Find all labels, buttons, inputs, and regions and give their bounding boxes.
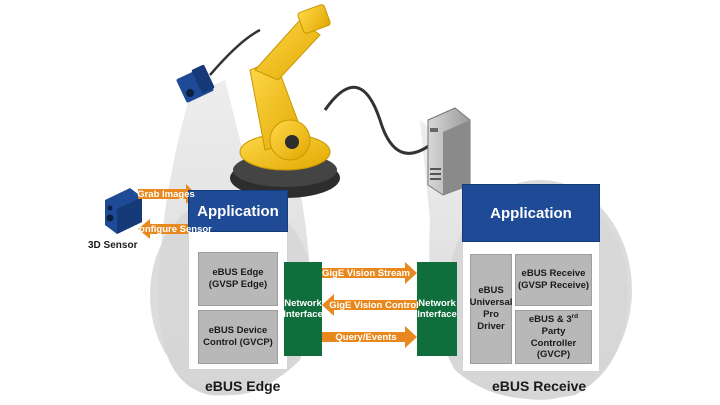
right-network-interface: Network Interface <box>417 262 457 356</box>
camera-cable <box>209 28 261 76</box>
receive-driver-module: eBUS Universal Pro Driver <box>470 254 512 364</box>
edge-application-box: Application <box>188 190 288 232</box>
receive-caption: eBUS Receive <box>492 378 587 394</box>
edge-application-label: Application <box>197 202 279 220</box>
receive-gvcp-label-post: Party Controller (GVCP) <box>530 325 577 361</box>
edge-caption: eBUS Edge <box>205 378 281 394</box>
server-icon <box>427 107 471 196</box>
stream-arrow-label: GigE Vision Stream <box>322 267 410 279</box>
query-events-arrow <box>322 326 417 348</box>
receive-gvsp-module: eBUS Receive (GVSP Receive) <box>515 254 592 306</box>
gigE-control-arrow <box>322 294 417 316</box>
3d-sensor-icon <box>105 188 142 234</box>
receive-gvsp-label: eBUS Receive (GVSP Receive) <box>517 268 590 291</box>
receive-gvcp-label: eBUS & 3rd Party Controller (GVCP) <box>516 313 591 362</box>
receive-driver-label: eBUS Universal Pro Driver <box>469 285 513 332</box>
receive-gvcp-module: eBUS & 3rd Party Controller (GVCP) <box>515 310 592 364</box>
control-arrow-label: GigE Vision Control <box>329 299 419 311</box>
left-network-interface: Network Interface <box>283 262 323 356</box>
robot-cable <box>323 85 431 155</box>
receive-gvcp-label-sup: rd <box>571 312 579 320</box>
edge-gvsp-label: eBUS Edge (GVSP Edge) <box>208 267 268 290</box>
events-arrow-label: Query/Events <box>335 331 397 343</box>
edge-gvcp-module: eBUS Device Control (GVCP) <box>198 310 278 364</box>
robot-wrist <box>297 4 331 34</box>
receive-application-label: Application <box>490 204 572 222</box>
robot-joint-hole <box>285 135 299 149</box>
configure-arrow-label: Configure Sensor <box>132 223 212 235</box>
robot-upper-arm <box>254 19 321 81</box>
3d-sensor-label: 3D Sensor <box>88 240 138 251</box>
configure-sensor-arrow <box>138 219 196 239</box>
gigE-stream-arrow <box>322 262 417 284</box>
grab-arrow-label: Grab Images <box>137 188 195 200</box>
edge-gvsp-module: eBUS Edge (GVSP Edge) <box>198 252 278 306</box>
left-network-label: Network Interface <box>283 297 323 320</box>
right-network-label: Network Interface <box>417 297 457 320</box>
top-camera-icon <box>176 64 215 103</box>
grab-images-arrow <box>138 184 196 204</box>
receive-gvcp-label-pre: eBUS & 3 <box>528 313 572 325</box>
receive-application-box: Application <box>462 184 600 242</box>
edge-gvcp-label: eBUS Device Control (GVCP) <box>203 325 273 348</box>
